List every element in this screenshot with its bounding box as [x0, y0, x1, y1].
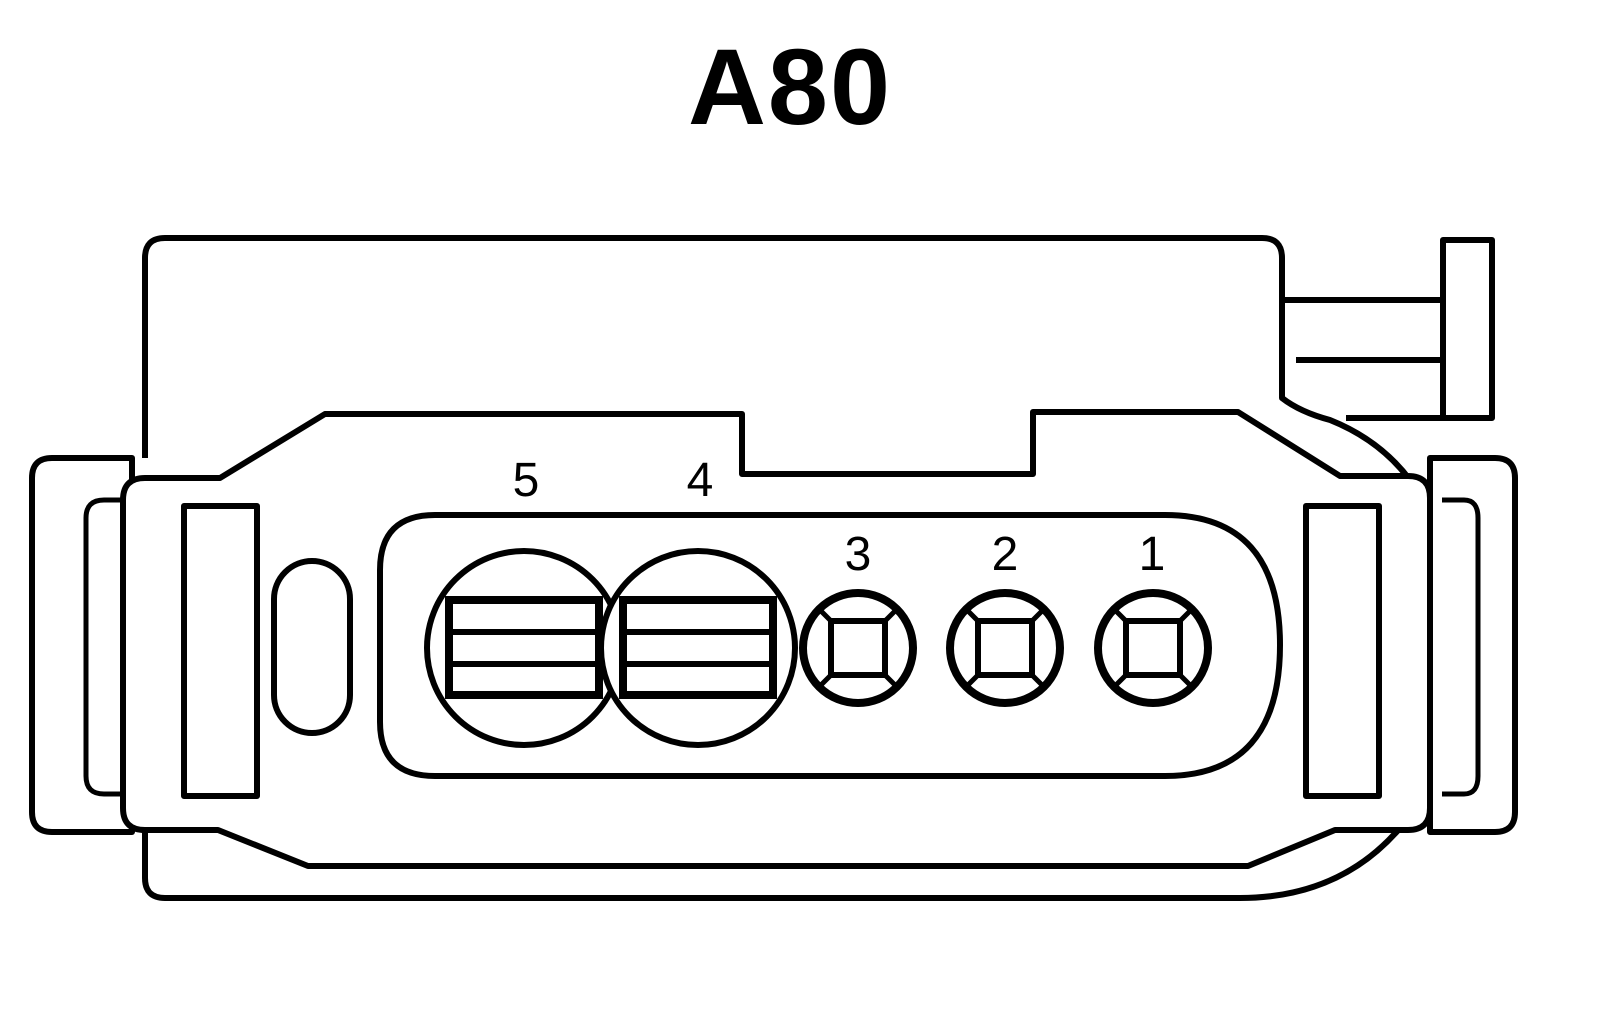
pin-label: 2: [992, 528, 1019, 581]
terminal-pin-1: [1094, 589, 1212, 707]
housing-bottom-skirt: [142, 826, 1403, 901]
connector-title: A80: [688, 26, 892, 147]
terminal-pin-2: [946, 589, 1064, 707]
polarizing-slot: [271, 558, 353, 736]
left-lock-tab: [181, 503, 260, 799]
right-lock-tab: [1303, 503, 1382, 799]
locking-lever: [1282, 237, 1495, 421]
right-flange: [1427, 455, 1518, 835]
terminal-pin-3: [799, 589, 917, 707]
pin-label: 5: [513, 454, 540, 507]
left-flange: [29, 455, 135, 835]
left-flange-inner: [83, 497, 125, 797]
terminal-pin-4: [598, 548, 798, 748]
pin-label: 3: [845, 528, 872, 581]
pin-label: 1: [1139, 528, 1166, 581]
terminal-pin-5: [424, 548, 624, 748]
right-flange-inner: [1442, 497, 1481, 797]
pin-label: 4: [687, 454, 714, 507]
housing-back: [142, 235, 1413, 482]
